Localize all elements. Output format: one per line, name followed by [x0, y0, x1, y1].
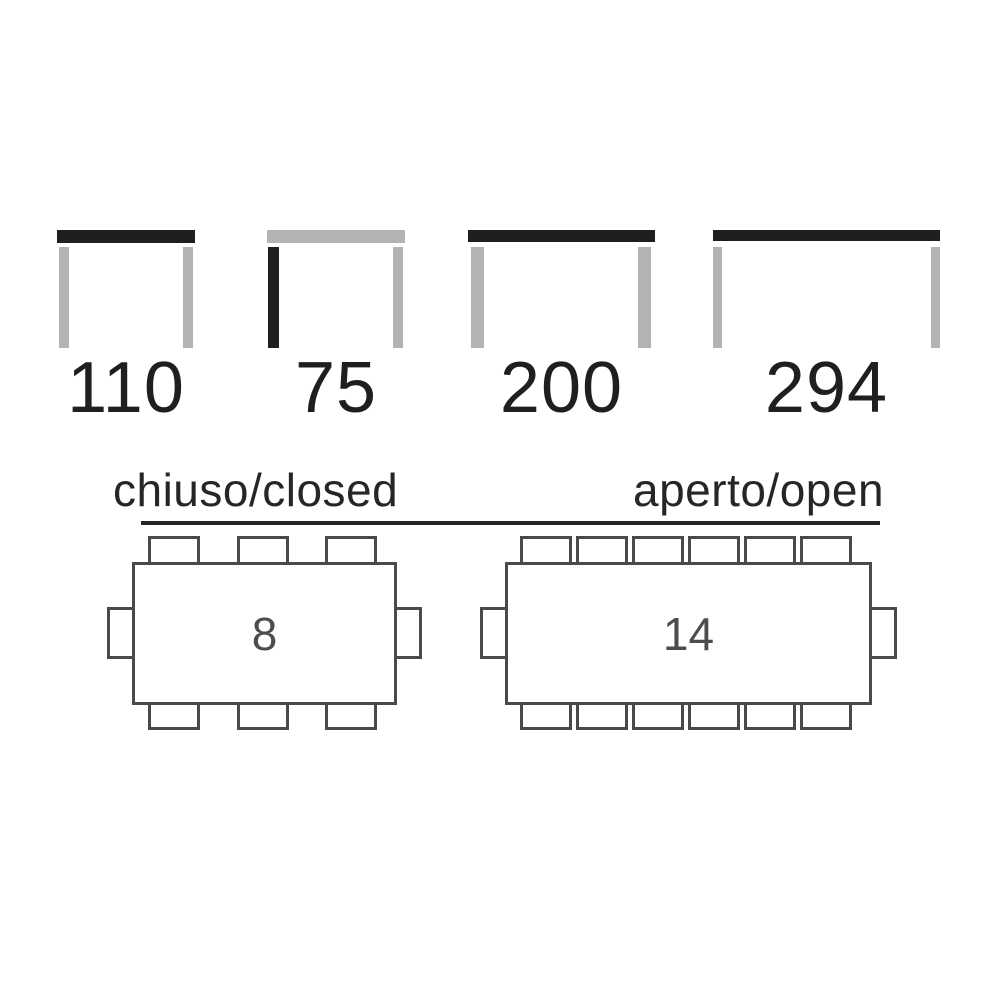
- seat-count-open: 14: [662, 607, 715, 660]
- table-leg-right: [931, 247, 940, 348]
- open-table-top-view: 14: [505, 562, 872, 705]
- dimension-value-294: 294: [764, 348, 889, 428]
- table-leg-left: [471, 247, 484, 348]
- dimension-value-110: 110: [67, 348, 185, 428]
- tabletop-bar: [713, 230, 940, 241]
- tabletop-bar: [468, 230, 655, 242]
- tabletop-bar: [267, 230, 405, 243]
- open-section-label: aperto/open: [633, 464, 885, 516]
- table-leg-right: [393, 247, 403, 348]
- tabletop-bar: [57, 230, 195, 243]
- table-leg-left: [59, 247, 69, 348]
- side-view-icon-110: [57, 230, 195, 348]
- dimension-value-200: 200: [499, 348, 624, 428]
- seat-count-closed: 8: [251, 607, 278, 660]
- section-underline: [141, 521, 880, 525]
- table-leg-right: [638, 247, 651, 348]
- table-leg-left: [268, 247, 279, 348]
- side-view-icon-294: [713, 230, 940, 348]
- closed-table-top-view: 8: [132, 562, 397, 705]
- closed-section-label: chiuso/closed: [113, 464, 399, 516]
- side-view-icon-200: [468, 230, 655, 348]
- side-view-icon-75: [267, 230, 405, 348]
- table-leg-left: [713, 247, 722, 348]
- table-leg-right: [183, 247, 193, 348]
- dimension-value-75: 75: [294, 348, 378, 428]
